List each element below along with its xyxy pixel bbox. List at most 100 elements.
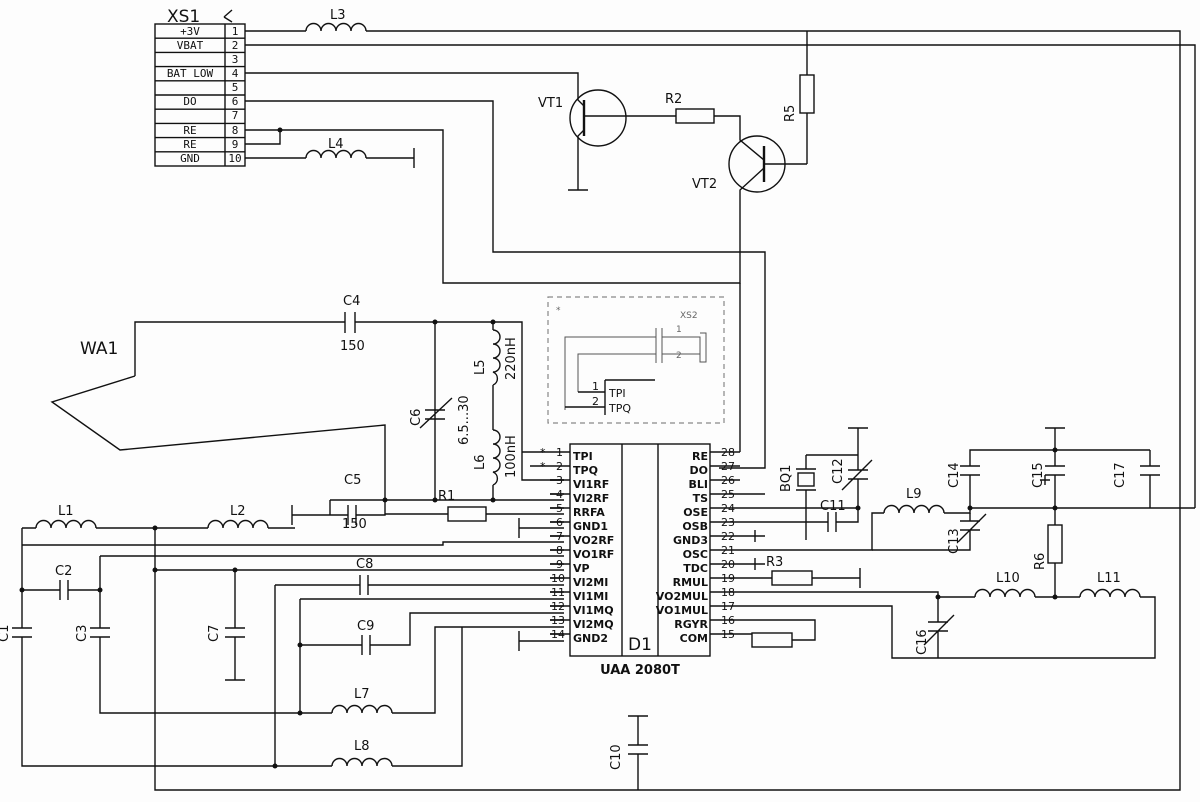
pin-number: 24 [721, 502, 735, 515]
wire-do [245, 100, 766, 469]
capacitor-c14: C14 [947, 449, 1150, 508]
c4-label: C4 [343, 294, 360, 309]
pin-name: TS [693, 492, 709, 505]
capacitor-c7: C7 [207, 570, 245, 681]
c6-label: C6 [409, 409, 424, 426]
c5-label: C5 [344, 473, 361, 488]
pin-name: VI1MI [573, 590, 608, 603]
pin-number: 28 [721, 446, 735, 459]
c6-value: 6.5...30 [457, 395, 472, 445]
l6-label: L6 [473, 454, 488, 470]
xs2-pin2: 2 [676, 351, 682, 361]
pin-name: RRFA [573, 506, 605, 519]
wire-rgyr [740, 619, 816, 641]
xs1-row-name: DO [183, 95, 196, 108]
capacitor-c13: C13 [872, 513, 987, 554]
pin-number: 26 [721, 474, 735, 487]
resistor-r2: R2 [626, 92, 741, 134]
pin-name: RGYR [674, 618, 708, 631]
inductor-l2: L2 [207, 504, 269, 529]
resistor-r1: R1 [385, 489, 564, 522]
pin-name: VI2MI [573, 576, 608, 589]
r3-label: R3 [766, 555, 783, 570]
xs1-row-pin: 2 [232, 39, 239, 52]
xs1-row-pin: 1 [232, 25, 239, 38]
inductor-l9: L9 [883, 487, 1195, 514]
l1-label: L1 [58, 504, 74, 519]
pin-name: VO1MUL [656, 604, 708, 617]
c12-label: C12 [831, 458, 846, 484]
xs1-row-name: GND [180, 152, 200, 165]
xs1-row-name: RE [183, 138, 196, 151]
pin-number: 1 [556, 446, 563, 459]
c3-label: C3 [75, 625, 90, 642]
pin-name: OSB [682, 520, 708, 533]
wire-re [245, 129, 741, 284]
pin-number: 21 [721, 544, 735, 557]
capacitor-c12: C12 [831, 427, 873, 508]
xs1-row-name: +3V [180, 25, 200, 38]
chip-left-wires [522, 451, 564, 635]
pin-name: TDC [683, 562, 708, 575]
c14-label: C14 [947, 462, 962, 488]
xs2-pin1: 1 [676, 325, 682, 335]
l4-label: L4 [328, 137, 344, 152]
xs1-row-pin: 7 [232, 109, 239, 122]
xs1-row-pin: 3 [232, 53, 239, 66]
wire-bat-low [245, 72, 579, 94]
pin-name: GND2 [573, 632, 608, 645]
xs1-row-name: RE [183, 124, 196, 137]
antenna-wa1: WA1 [50, 321, 386, 500]
xs1-symbol [223, 9, 233, 23]
resistor-com [751, 632, 793, 648]
pin-name: VO2RF [573, 534, 614, 547]
pin-name: GND1 [573, 520, 608, 533]
capacitor-c11: C11 [806, 499, 859, 532]
pin-name: VO1RF [573, 548, 614, 561]
l8-label: L8 [354, 739, 370, 754]
c15-label: C15 [1031, 462, 1046, 488]
pin-name: VI1RF [573, 478, 609, 491]
chip-ref: D1 [628, 635, 652, 655]
pin-name: OSE [683, 506, 708, 519]
c10-label: C10 [609, 744, 624, 770]
capacitor-c15: C15 [1031, 427, 1065, 508]
vt2-label: VT2 [692, 177, 717, 192]
pin-number: 27 [721, 460, 735, 473]
r2-label: R2 [665, 92, 682, 107]
transistor-vt1: VT1 [538, 89, 627, 191]
capacitor-c6: C6 6.5...30 [409, 322, 472, 500]
pin-name: RE [692, 450, 708, 463]
inductor-l11: L11 [938, 571, 1156, 659]
xs1-row-pin: 8 [232, 124, 239, 137]
pin-name: RMUL [673, 576, 708, 589]
inductor-l8: L8 [331, 627, 463, 767]
capacitor-c2: C2 [22, 556, 101, 628]
xs2-box: * XS2 1 2 1 2 TPI TPQ [547, 296, 725, 424]
capacitor-c16: C16 [915, 597, 955, 658]
l2-label: L2 [230, 504, 246, 519]
c8-label: C8 [356, 557, 373, 572]
l5-label: L5 [473, 359, 488, 375]
resistor-r5: R5 [783, 31, 815, 164]
xs1-row-name: BAT LOW [167, 67, 214, 80]
chip-right-wires [740, 493, 884, 570]
inductor-l6: L6 100nH [473, 429, 519, 500]
resistor-r6: R6 [1033, 508, 1063, 597]
wire-vbat [245, 44, 1196, 508]
pin-name: TPI [573, 450, 593, 463]
pin-name: BLI [689, 478, 709, 491]
wire-vi1mi [299, 598, 564, 713]
pin-number: 15 [721, 628, 735, 641]
chip-part: UAA 2080T [600, 663, 680, 678]
c9-label: C9 [357, 619, 374, 634]
l11-label: L11 [1097, 571, 1121, 586]
l10-label: L10 [996, 571, 1020, 586]
c1-label: C1 [0, 625, 12, 642]
xs1-label: XS1 [167, 7, 200, 27]
c13-label: C13 [947, 528, 962, 554]
capacitor-c4: C4 150 [340, 294, 564, 481]
xs2-tpi: TPI [608, 387, 626, 400]
junction-dot [277, 127, 283, 133]
